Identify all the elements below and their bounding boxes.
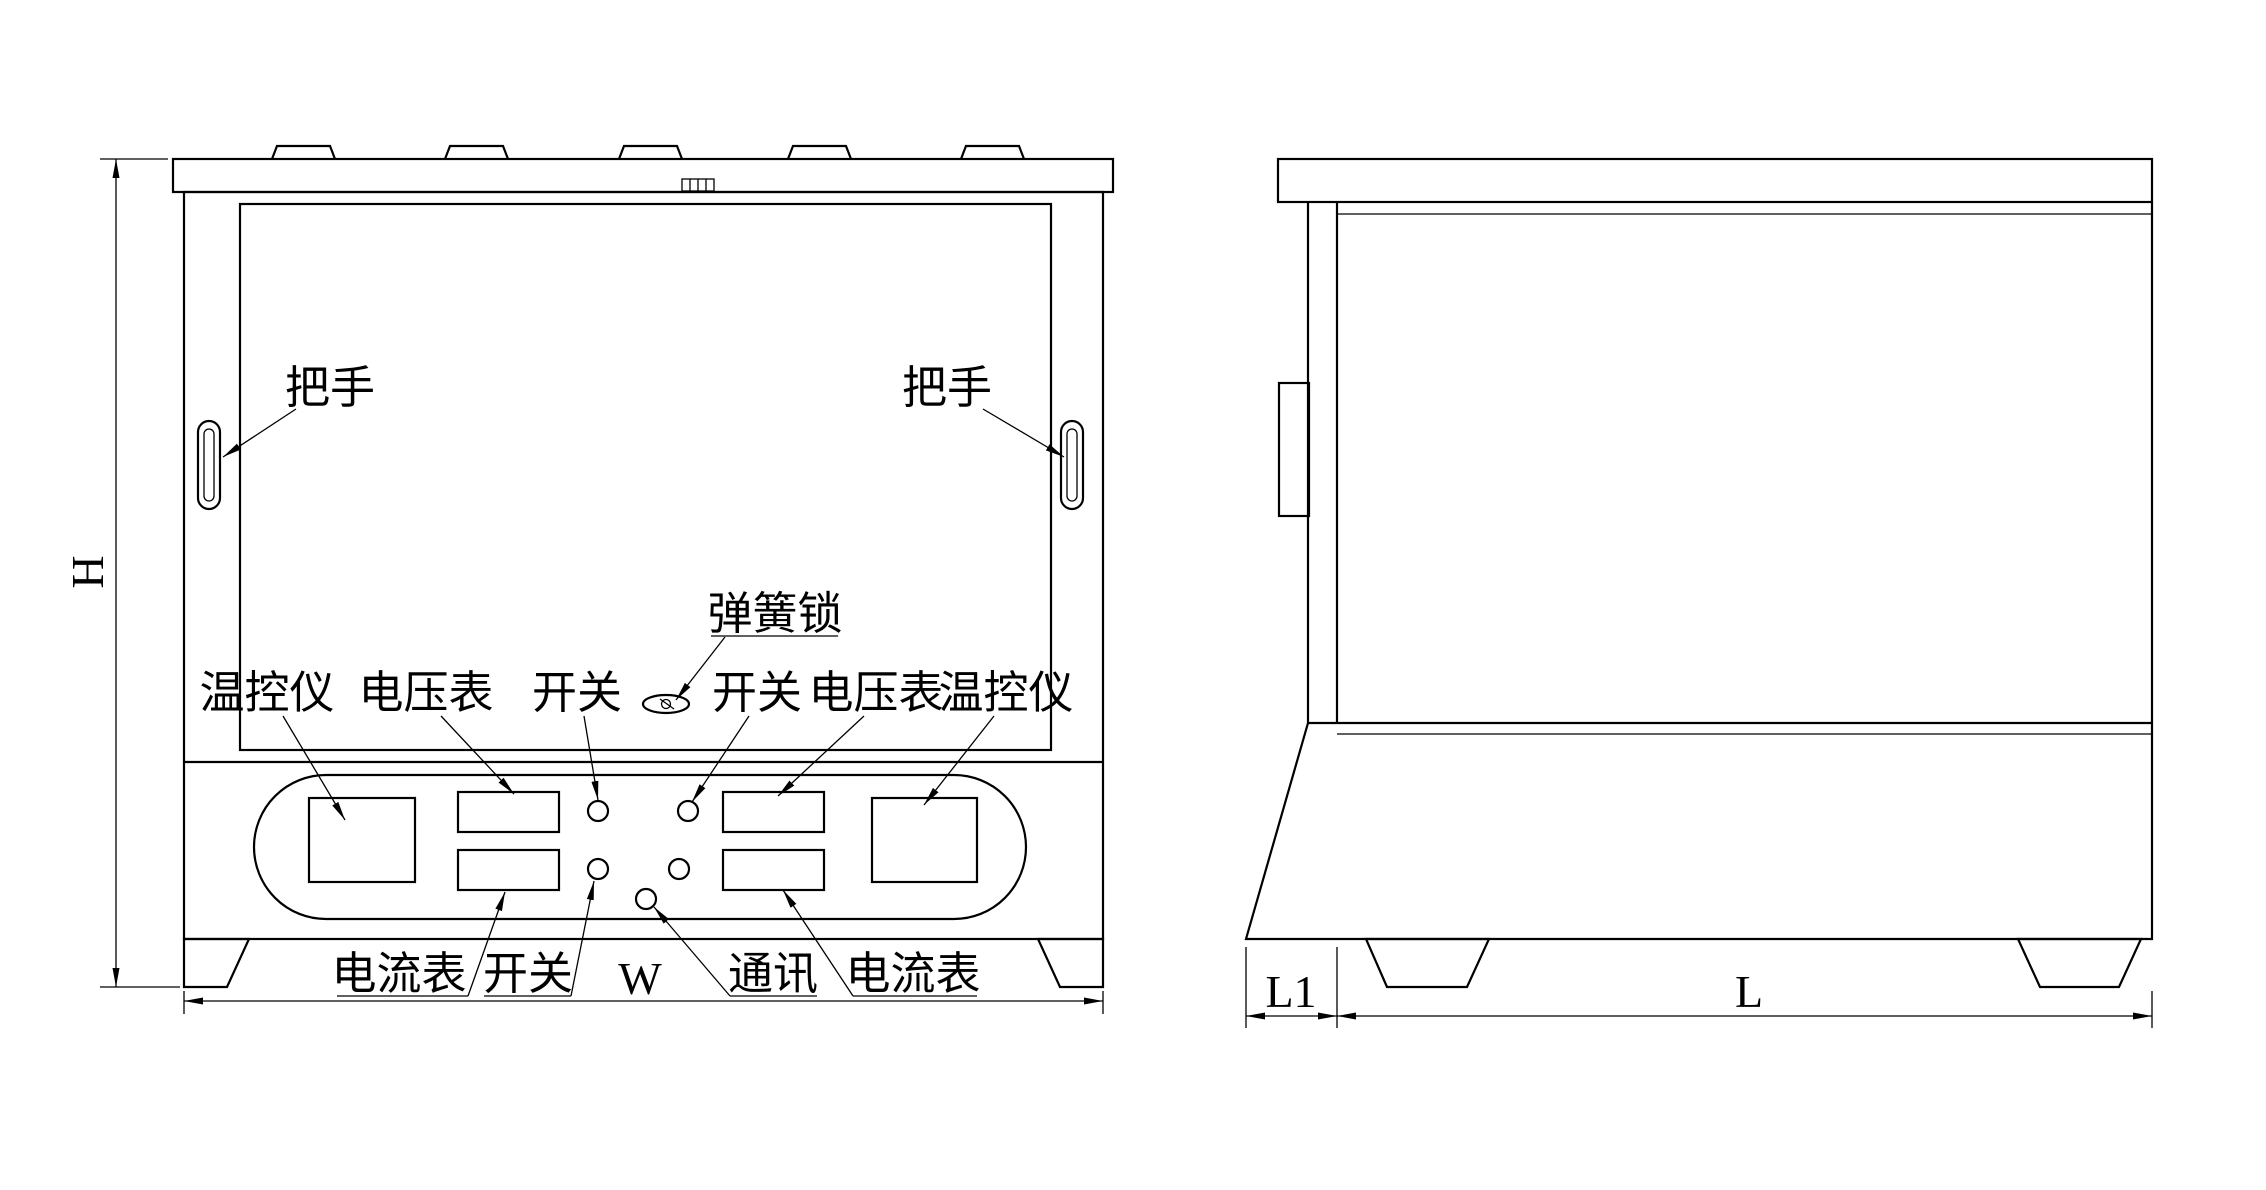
comm-label: 通讯 xyxy=(728,947,818,1000)
switch-top-right-leader xyxy=(691,715,750,803)
voltmeter-left-rect xyxy=(456,790,561,834)
ammeter-right-rect xyxy=(721,848,826,892)
switch-knob-bottom xyxy=(586,857,610,881)
spring-lock-label: 弹簧锁 xyxy=(707,587,842,640)
side-hinge xyxy=(1277,381,1311,518)
temp-controller-left-label: 温控仪 xyxy=(199,666,334,719)
temp-right-leader xyxy=(923,715,995,806)
width-dimension-label: W xyxy=(618,953,662,1004)
switch-top-left-leader xyxy=(583,715,599,801)
side-top-cap xyxy=(1276,157,2154,204)
ammeter-left-leader xyxy=(467,891,506,997)
front-top-cap xyxy=(171,157,1115,194)
front-view xyxy=(171,144,1115,989)
switch-knob-top-left xyxy=(586,799,610,823)
front-door xyxy=(238,202,1053,752)
l1-dimension-label: L1 xyxy=(1265,966,1316,1017)
front-body xyxy=(182,190,1105,941)
front-foot-left xyxy=(182,937,251,989)
handle-right-label: 把手 xyxy=(902,361,992,414)
cap-grille-detail xyxy=(681,178,715,192)
h-extension-lines xyxy=(100,158,180,988)
handle-left-label: 把手 xyxy=(285,361,375,414)
ammeter-right-label: 电流表 xyxy=(845,947,980,1000)
side-body-outline xyxy=(1244,202,2154,941)
comm-leader xyxy=(653,906,731,997)
switch-bottom-leader xyxy=(570,880,595,997)
annotation-labels: 把手 把手 弹簧锁 温控仪 电压表 开关 开关 电压表 温控仪 电流表 开关 通… xyxy=(62,361,1763,1017)
dimension-lines xyxy=(100,158,2153,1028)
switch-bottom-label: 开关 xyxy=(483,947,573,1000)
handle-right-leader xyxy=(982,408,1065,458)
front-foot-right xyxy=(1036,937,1105,989)
ammeter-left-label: 电流表 xyxy=(331,947,466,1000)
switch-top-left-label: 开关 xyxy=(532,666,622,719)
indicator-knob xyxy=(667,857,691,881)
switch-top-right-label: 开关 xyxy=(712,666,802,719)
side-foot-left xyxy=(1364,937,1491,989)
handle-left xyxy=(196,419,222,511)
handle-left-leader xyxy=(222,408,297,458)
temp-controller-right-label: 温控仪 xyxy=(938,666,1073,719)
ammeter-right-leader xyxy=(782,889,854,997)
comm-port-circle xyxy=(634,887,658,911)
temp-controller-left-rect xyxy=(307,796,417,884)
voltmeter-left-label: 电压表 xyxy=(358,666,493,719)
side-view xyxy=(1244,157,2154,989)
l-dimension-label: L xyxy=(1735,966,1763,1017)
height-dimension-label: H xyxy=(62,555,113,588)
side-foot-right xyxy=(2016,937,2143,989)
switch-knob-top-right xyxy=(676,799,700,823)
temp-left-leader xyxy=(282,715,346,821)
instrument-panel xyxy=(252,773,1028,921)
voltmeter-right-rect xyxy=(721,790,826,834)
leader-lines xyxy=(222,408,1065,997)
volt-left-leader xyxy=(440,715,515,795)
ammeter-left-rect xyxy=(456,848,561,892)
handle-right xyxy=(1059,419,1085,511)
temp-controller-right-rect xyxy=(870,796,979,884)
spring-lock xyxy=(641,693,691,715)
voltmeter-right-label: 电压表 xyxy=(808,666,943,719)
volt-right-leader xyxy=(777,715,865,797)
roof-tabs xyxy=(270,144,1026,160)
spring-lock-leader xyxy=(675,636,726,701)
